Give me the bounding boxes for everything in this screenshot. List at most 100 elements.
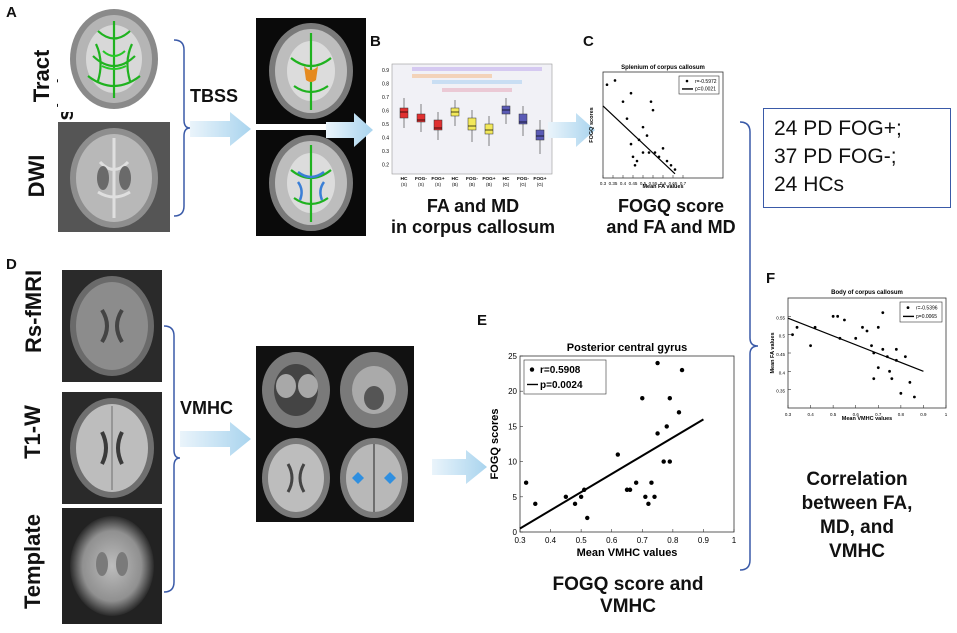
caption-e-line2: VMHC (600, 595, 656, 617)
legend-p: p=0.0024 (540, 380, 583, 391)
bracket-d (163, 325, 181, 593)
data-point (655, 360, 660, 366)
data-point (881, 347, 885, 351)
data-point (523, 480, 529, 485)
x-tick-label: 0.6 (606, 536, 618, 545)
x-group-label: FOG+ (533, 176, 546, 182)
x-group-label: HC (401, 176, 408, 182)
fit-line (602, 105, 676, 175)
data-point (894, 347, 898, 351)
legend-p: p=0.0065 (916, 314, 937, 320)
y-axis-label: FOGQ scores (589, 107, 595, 142)
y-tick-label: 5 (513, 493, 518, 502)
data-point (646, 501, 651, 507)
data-point (661, 147, 665, 150)
fit-line (519, 418, 704, 530)
box-body (399, 107, 409, 119)
data-point (795, 325, 799, 329)
x-group-region: (G) (520, 182, 527, 187)
legend-marker-point (685, 79, 689, 83)
data-point (651, 108, 655, 112)
y-tick-label: 20 (508, 387, 517, 396)
x-tick-label: 1 (945, 412, 948, 417)
x-group-region: (G) (503, 182, 510, 187)
data-point (563, 494, 569, 499)
x-tick-label: 0.5 (640, 181, 647, 186)
x-group-label: FOG+ (431, 176, 444, 182)
x-tick-label: 0.3 (785, 412, 792, 417)
data-point (673, 168, 677, 171)
data-point (888, 369, 891, 373)
box-body (467, 117, 477, 131)
data-point (605, 83, 609, 87)
data-point (876, 366, 880, 370)
data-point (899, 391, 903, 395)
significance-band (432, 80, 522, 84)
x-group-region: (S) (401, 182, 408, 187)
y-tick-label: 0.9 (382, 68, 389, 74)
x-tick-label: 0.6 (853, 412, 860, 417)
data-point (629, 91, 633, 95)
chart-title: Posterior central gyrus (567, 342, 687, 354)
summary-box: 24 PD FOG+; 37 PD FOG-; 24 HCs (763, 108, 951, 208)
x-tick-label: 0.7 (680, 181, 687, 186)
caption-f-line4: VMHC (829, 541, 885, 562)
y-tick-label: 10 (508, 458, 517, 467)
t1-w-label: T1-W (20, 405, 45, 459)
x-axis-label: Mean VMHC values (842, 416, 892, 422)
fit-line (787, 317, 924, 372)
x-group-label: HC (503, 176, 510, 182)
x-group-region: (S) (418, 182, 425, 187)
data-point (831, 314, 835, 318)
data-point (872, 377, 876, 381)
tbss-label: TBSS (190, 86, 239, 106)
data-point (635, 159, 639, 163)
x-group-region: (G) (537, 182, 544, 187)
data-point (652, 494, 657, 499)
summary-hcs: 24 HCs (774, 173, 845, 196)
dwi-image (58, 122, 170, 232)
x-tick-label: 0.7 (637, 536, 649, 545)
y-tick-label: 0.45 (776, 352, 785, 357)
x-tick-label: 0.9 (698, 536, 710, 545)
y-tick-label: 0 (513, 528, 518, 537)
arrow-to-e (432, 450, 487, 484)
data-point (679, 367, 685, 373)
data-point (843, 318, 846, 322)
x-tick-label: 0.3 (514, 536, 526, 545)
data-point (578, 494, 584, 499)
tbss-md-image (256, 130, 366, 236)
y-tick-label: 25 (508, 352, 517, 361)
x-tick-label: 0.65 (669, 181, 678, 186)
y-axis-label: Mean FA values (770, 332, 776, 373)
summary-fog-plus: 24 PD FOG+; (774, 117, 902, 140)
legend-r: r=0.5908 (540, 365, 581, 376)
significance-band (412, 74, 492, 78)
y-tick-label: 0.6 (382, 109, 389, 115)
x-tick-label: 0.35 (609, 181, 618, 186)
y-tick-label: 0.4 (382, 136, 389, 142)
rs-fmri-image (62, 270, 162, 382)
y-tick-label: 0.7 (382, 95, 389, 101)
box-body (535, 129, 545, 141)
summary-fog-minus: 37 PD FOG-; (774, 145, 897, 168)
data-point (854, 336, 858, 340)
y-tick-label: 15 (508, 422, 517, 431)
data-point (647, 151, 651, 154)
caption-e-line1: FOGQ score and (552, 574, 704, 595)
template-image (62, 508, 162, 624)
x-tick-label: 1 (732, 536, 737, 545)
y-tick-label: 0.4 (779, 370, 786, 375)
bracket-right (739, 121, 759, 571)
data-point (669, 163, 673, 167)
data-point (624, 487, 630, 492)
x-tick-label: 0.6 (660, 181, 667, 186)
caption-c-line2: and FA and MD (606, 216, 736, 237)
data-point (625, 117, 629, 120)
y-tick-label: 0.35 (776, 389, 785, 394)
legend-marker-point (906, 306, 910, 309)
data-point (653, 151, 657, 154)
data-point (572, 501, 578, 507)
template-label: Template (20, 514, 45, 609)
